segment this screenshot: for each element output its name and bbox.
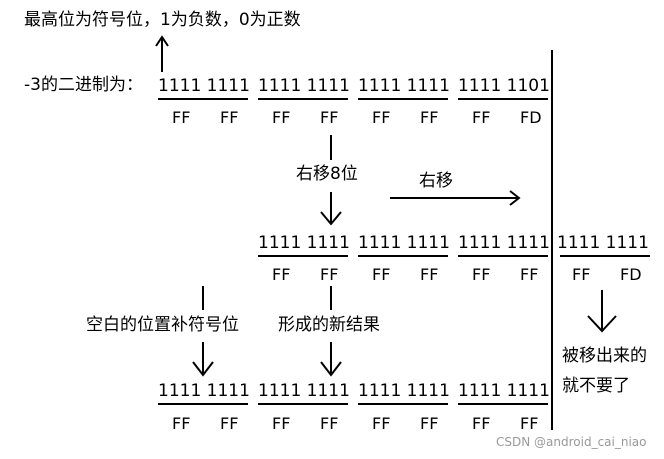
shift-right-arrow [390, 190, 521, 206]
shift-label: 右移8位 [296, 164, 358, 184]
byte-bits: 1111 1111 [258, 76, 350, 96]
byte-bits: 1111 1111 [358, 381, 450, 401]
hex-digit: FF [172, 414, 191, 433]
hex-digit: FF [272, 265, 291, 284]
byte-bits: 1111 1111 [358, 233, 450, 253]
hex-digit: FF [572, 265, 591, 284]
hex-digit: FF [320, 108, 339, 127]
hex-digit: FF [372, 108, 391, 127]
msb-note: 最高位为符号位，1为负数，0为正数 [24, 10, 301, 30]
hex-digit: FF [320, 414, 339, 433]
msb-arrow [155, 35, 169, 72]
fill-note: 空白的位置补符号位 [86, 315, 239, 335]
hex-digit: FD [520, 108, 542, 127]
hex-digit: FF [520, 265, 539, 284]
hex-digit: FF [420, 265, 439, 284]
hex-digit: FF [472, 414, 491, 433]
hex-digit: FF [420, 108, 439, 127]
byte-bits: 1111 1111 [258, 233, 350, 253]
hex-digit: FF [372, 414, 391, 433]
hex-digit: FF [472, 265, 491, 284]
shift-direction-label: 右移 [419, 171, 453, 191]
hex-digit: FF [172, 108, 191, 127]
discarded-byte-bits: 1111 1111 [557, 233, 649, 253]
result-arrow [320, 286, 342, 377]
binary-prefix: -3的二进制为： [24, 75, 143, 95]
hex-digit: FD [620, 265, 642, 284]
hex-digit: FF [272, 414, 291, 433]
discard-arrow [587, 290, 617, 333]
byte-bits: 1111 1101 [458, 76, 550, 96]
byte-bits: 1111 1111 [458, 233, 550, 253]
hex-digit: FF [472, 108, 491, 127]
fill-arrow [192, 286, 214, 377]
byte-bits: 1111 1111 [158, 76, 250, 96]
byte-bits: 1111 1111 [358, 76, 450, 96]
hex-digit: FF [372, 265, 391, 284]
discard-note-line1: 被移出来的 [562, 346, 647, 366]
byte-bits: 1111 1111 [158, 381, 250, 401]
hex-digit: FF [420, 414, 439, 433]
shift-down-arrow [320, 135, 342, 226]
hex-digit: FF [520, 414, 539, 433]
hex-digit: FF [272, 108, 291, 127]
byte-bits: 1111 1111 [458, 381, 550, 401]
watermark: CSDN @android_cai_niao [496, 435, 647, 449]
result-note: 形成的新结果 [278, 315, 380, 335]
hex-digit: FF [220, 108, 239, 127]
byte-bits: 1111 1111 [258, 381, 350, 401]
hex-digit: FF [320, 265, 339, 284]
discard-note-line2: 就不要了 [562, 376, 630, 396]
hex-digit: FF [220, 414, 239, 433]
